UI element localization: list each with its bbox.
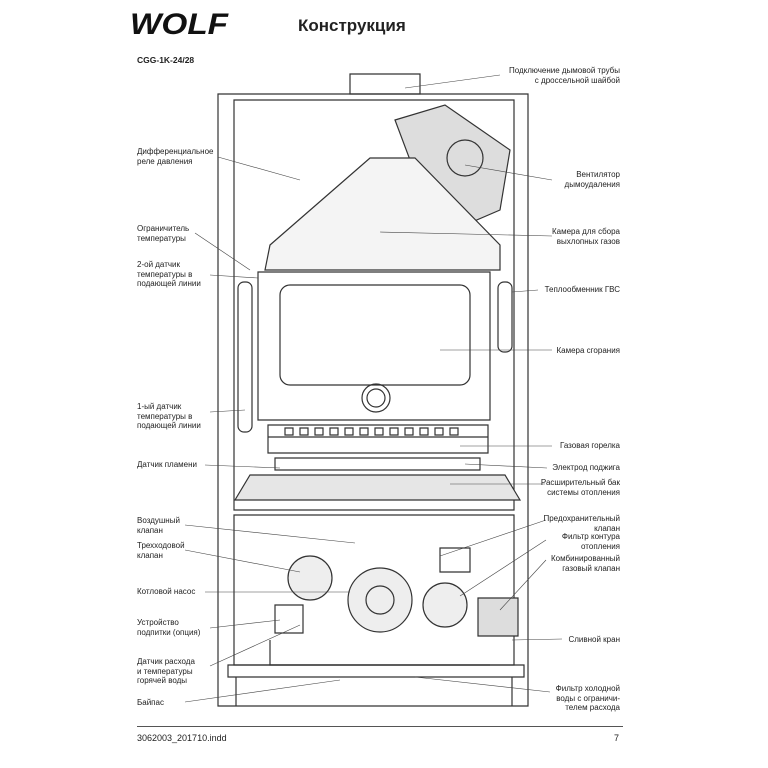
gas-burner (268, 425, 488, 453)
gas-valve (478, 598, 518, 636)
dhw-exchanger-left-pipe (238, 282, 252, 432)
inspection-port-inner (367, 389, 385, 407)
pipe-connections (228, 665, 524, 677)
three-way-valve (288, 556, 332, 600)
combustion-chamber-window (280, 285, 470, 385)
label-flue-connection: Подключение дымовой трубы с дроссельной … (508, 66, 620, 85)
burner-nozzles (285, 428, 458, 435)
page-title: Конструкция (298, 16, 406, 35)
label-cold-water-filter: Фильтр холодной воды с ограничи- телем р… (555, 684, 620, 712)
fill-device (275, 605, 303, 633)
model-name: CGG-1K-24/28 (137, 55, 195, 65)
label-flame-sensor: Датчик пламени (137, 460, 197, 469)
footer-page-number: 7 (614, 733, 620, 743)
flue-gas-hood (265, 158, 500, 270)
safety-valve (440, 548, 470, 572)
label-flow-temp-sensor: Датчик расхода и температуры горячей вод… (137, 657, 195, 685)
fan-motor (447, 140, 483, 176)
boiler-inner-casing (234, 100, 514, 510)
label-heating-filter: Фильтр контура отопления (561, 532, 620, 551)
inspection-port (362, 384, 390, 412)
label-2nd-flow-sensor: 2-ой датчик температуры в подающей линии (137, 260, 201, 288)
label-three-way-valve: Трехходовой клапан (137, 541, 185, 560)
label-gas-burner: Газовая горелка (559, 441, 620, 450)
flue-outlet (350, 74, 420, 94)
expansion-vessel (235, 475, 520, 500)
label-ignition-electrode: Электрод поджига (552, 463, 620, 472)
label-boiler-pump: Котловой насос (137, 587, 196, 596)
wolf-logo-text: WOLF (130, 8, 229, 38)
label-1st-flow-sensor: 1-ый датчик температуры в подающей линии (137, 402, 201, 430)
label-temperature-limiter: Ограничитель температуры (137, 224, 190, 243)
label-bypass: Байпас (137, 698, 164, 707)
combustion-chamber-frame (258, 272, 490, 420)
leader-lines (185, 75, 562, 702)
label-diff-pressure-relay: Дифференциальное реле давления (137, 147, 214, 166)
label-combustion-chamber: Камера сгорания (556, 346, 621, 355)
boiler-pump (348, 568, 412, 632)
bypass-pipe (270, 640, 490, 665)
boiler-pump-hub (366, 586, 394, 614)
label-flue-gas-chamber: Камера для сбора выхлопных газов (552, 227, 620, 246)
label-dhw-exchanger: Теплообменник ГВС (544, 285, 620, 294)
label-safety-valve: Предохранительный клапан (543, 514, 620, 533)
label-expansion-vessel: Расширительный бак системы отопления (540, 478, 620, 497)
footer-filename: 3062003_201710.indd (137, 733, 227, 743)
label-gas-valve: Комбинированный газовый клапан (550, 554, 620, 573)
dhw-exchanger-right-pipe (498, 282, 512, 352)
ignition-rail (275, 458, 480, 470)
label-fill-device: Устройство подпитки (опция) (137, 618, 201, 637)
wolf-logo: WOLF (130, 8, 229, 38)
label-drain-cock: Сливной кран (568, 635, 620, 644)
heating-filter (423, 583, 467, 627)
label-exhaust-fan: Вентилятор дымоудаления (564, 170, 620, 189)
label-air-valve: Воздушный клапан (137, 516, 180, 535)
footer-rule (137, 726, 623, 727)
